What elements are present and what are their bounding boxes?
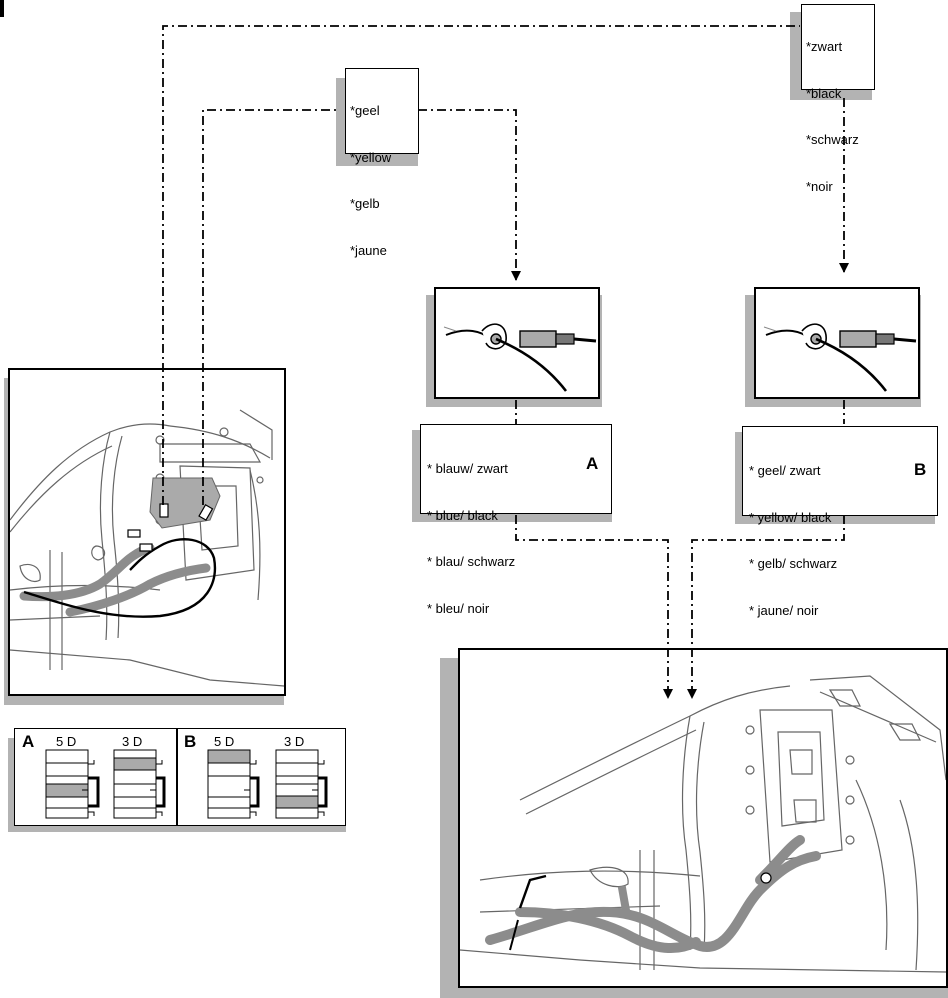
table-header-b-3d: 3 D bbox=[284, 734, 305, 749]
corner-mark bbox=[0, 0, 4, 17]
label-black-wire: *zwart *black *schwarz *noir bbox=[801, 4, 875, 194]
connector-panel-b bbox=[754, 287, 920, 399]
label-yellow-wire: *geel *yellow *gelb *jaune bbox=[345, 68, 419, 258]
rear-wiring-view-left bbox=[8, 368, 286, 696]
table-divider bbox=[176, 728, 178, 826]
table-letter-b: B bbox=[184, 732, 197, 751]
connector-panel-a bbox=[434, 287, 600, 399]
ref-a: A bbox=[586, 454, 599, 473]
label-yellow-black-wire: * geel/ zwart * yellow/ black * gelb/ sc… bbox=[742, 426, 938, 618]
connector-icon bbox=[443, 323, 597, 392]
connector-icon bbox=[763, 323, 917, 392]
ref-b: B bbox=[914, 460, 927, 479]
table-header-b-5d: 5 D bbox=[214, 734, 235, 749]
table-letter-a: A bbox=[22, 732, 35, 751]
label-blue-black-wire: * blauw/ zwart * blue/ black * blau/ sch… bbox=[420, 424, 612, 616]
car-interior-illustration bbox=[9, 409, 285, 687]
car-interior-illustration-large bbox=[459, 675, 947, 973]
rear-wiring-view-right bbox=[458, 648, 948, 988]
table-header-a-3d: 3 D bbox=[122, 734, 143, 749]
table-header-a-5d: 5 D bbox=[56, 734, 77, 749]
